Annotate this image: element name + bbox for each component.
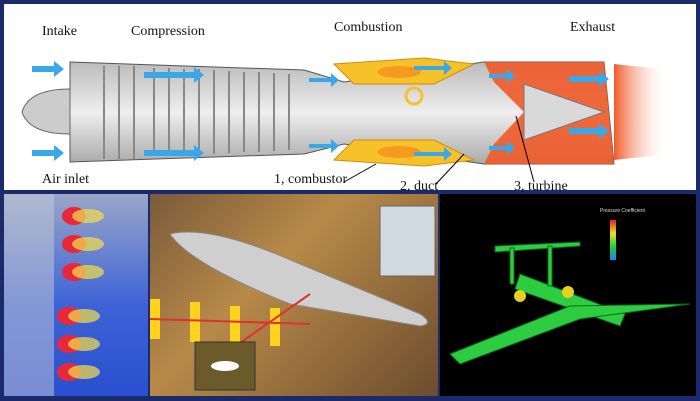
airflow-arrows	[32, 61, 609, 161]
legend-title: Pressure Coefficient	[600, 208, 645, 214]
exhaust-cone	[523, 83, 606, 141]
combustor-cfd-image	[4, 194, 148, 396]
nose-cone	[21, 88, 71, 135]
label-turbine: 3, turbine	[514, 179, 568, 194]
aircraft-wake-cfd-image	[149, 194, 438, 396]
label-intake: Intake	[42, 24, 77, 39]
rotation-icon	[404, 86, 424, 106]
engine-cutaway	[21, 57, 669, 185]
label-air-inlet: Air inlet	[42, 172, 90, 187]
callout-lines	[343, 115, 535, 185]
label-duct: 2, duct	[400, 179, 439, 194]
label-exhaust: Exhaust	[570, 20, 616, 35]
label-compression: Compression	[131, 24, 205, 39]
inset-wing	[379, 205, 436, 277]
aircraft-pressure-cfd-image: Pressure Coefficient	[440, 194, 696, 396]
compressor-blades	[103, 66, 290, 159]
exhaust-plume	[614, 64, 669, 160]
label-combustion: Combustion	[334, 20, 403, 35]
fuselage	[169, 231, 428, 327]
aircraft-surface	[449, 241, 691, 365]
jet-engine-diagram: Intake Compression Combustion Exhaust Ai…	[4, 4, 696, 194]
label-combustor: 1, combustor	[274, 172, 348, 187]
